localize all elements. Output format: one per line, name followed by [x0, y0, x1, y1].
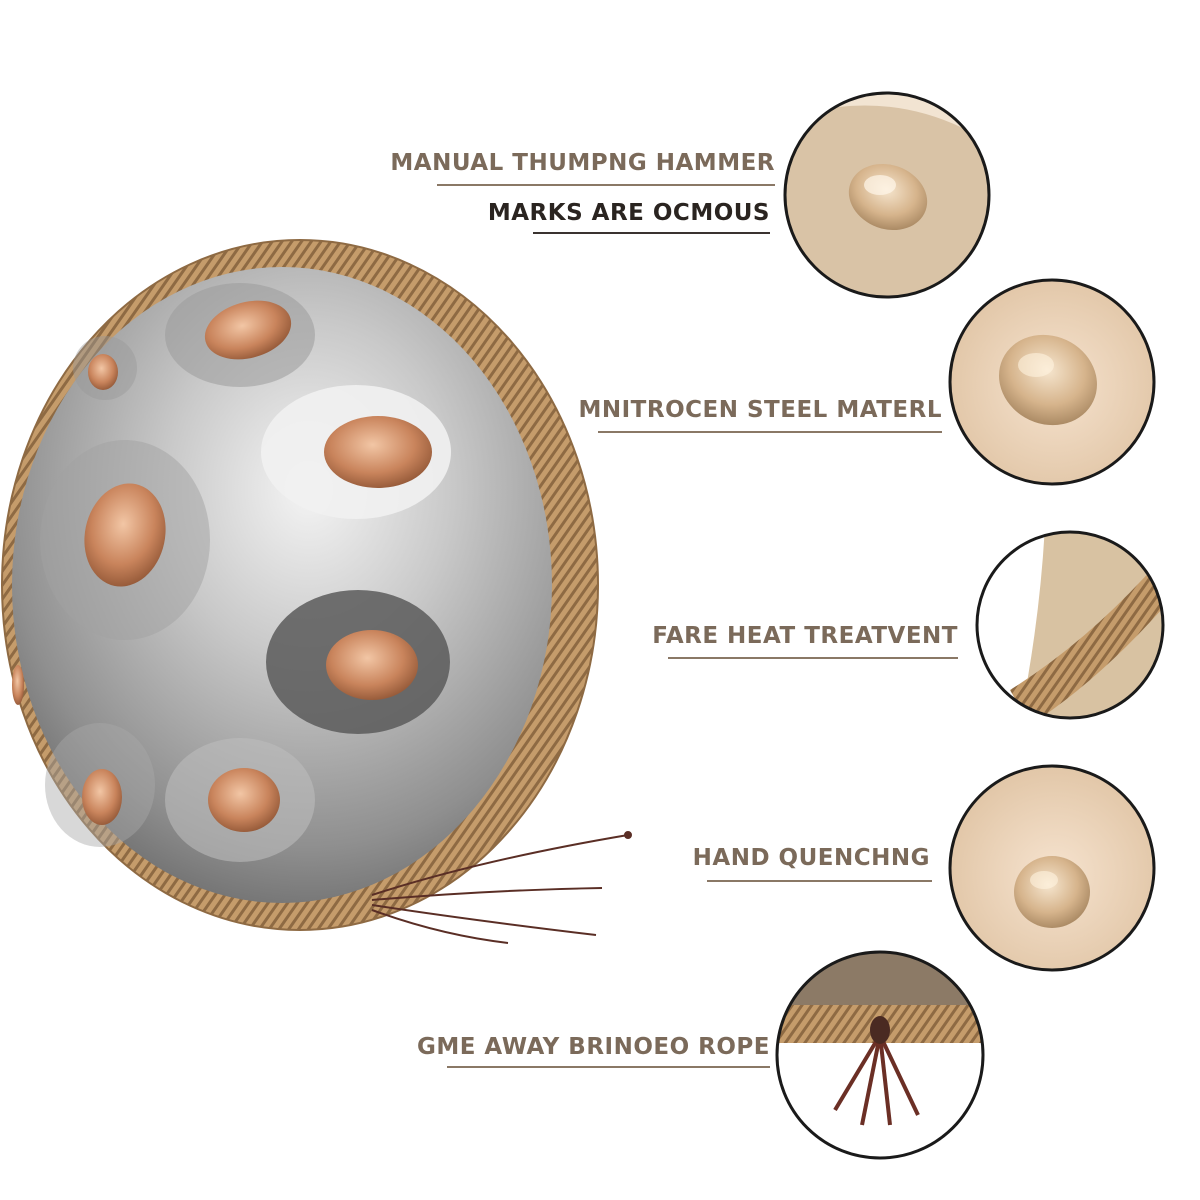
feature-label-steel: MNITROCEN STEEL MATERL — [578, 397, 942, 423]
feature-underline — [668, 657, 958, 659]
feature-label-rope: GME AWAY BRINOEO ROPE — [416, 1034, 770, 1060]
detail-circle-hammer-marks — [783, 91, 991, 299]
detail-circle-quenching — [948, 764, 1156, 972]
feature-label-marks: MARKS ARE OCMOUS — [487, 200, 770, 226]
feature-label-heat: FARE HEAT TREATVENT — [652, 623, 958, 649]
hanging-strings — [371, 831, 632, 944]
feature-label-hammer: MANUAL THUMPNG HAMMER — [390, 150, 775, 176]
detail-circle-heat-treatment — [975, 530, 1165, 720]
feature-label-quenching: HAND QUENCHNG — [692, 845, 930, 871]
detail-circle-rope — [775, 950, 985, 1160]
feature-underline — [533, 232, 770, 234]
feature-underline — [598, 431, 942, 433]
tone-dimples — [12, 300, 432, 832]
feature-underline — [447, 1066, 770, 1068]
steel-dome — [12, 267, 552, 903]
feature-underline — [707, 880, 932, 882]
feature-underline — [437, 184, 775, 186]
detail-circle-steel-material — [948, 278, 1156, 486]
